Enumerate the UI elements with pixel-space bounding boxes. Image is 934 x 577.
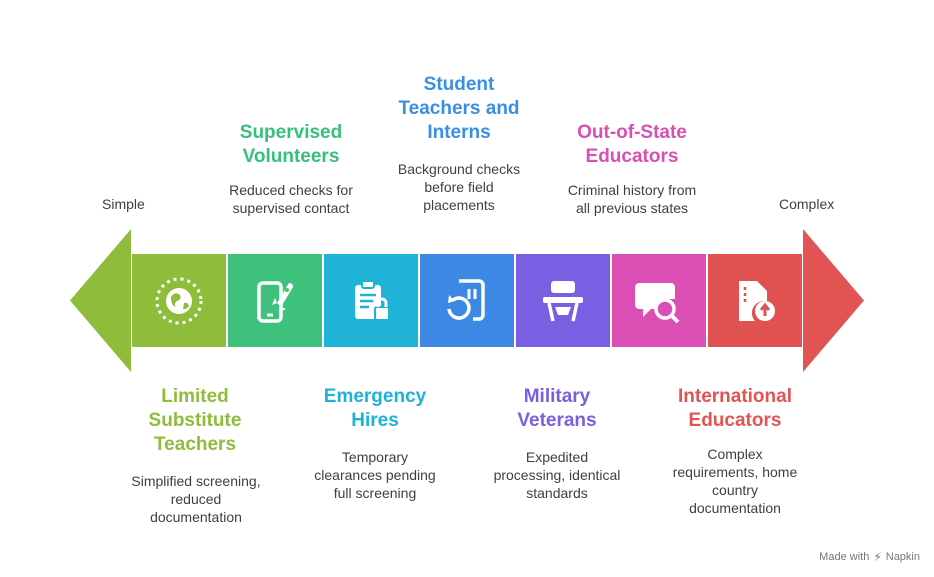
segment-out-of-state [612, 254, 706, 347]
title-limited-substitutes: Limited Substitute Teachers [148, 386, 242, 455]
segment-limited-substitutes [132, 254, 226, 347]
globe-icon [155, 277, 203, 324]
credit-brand: Napkin [885, 551, 920, 563]
title-student-teachers: Student Teachers and Interns [398, 74, 520, 143]
segment-emergency-hires [324, 254, 418, 347]
made-with-credit: Made with ⚡ Napkin [819, 550, 920, 564]
desc-military-veterans: Expedited processing, identical standard… [493, 449, 621, 501]
right-arrow-head [803, 229, 864, 372]
segment-international [708, 254, 802, 347]
segment-military-veterans [516, 254, 610, 347]
scale-label-simple: Simple [102, 196, 145, 212]
scale-label-complex: Complex [779, 196, 835, 212]
title-out-of-state: Out-of-State Educators [577, 122, 687, 167]
desc-international: Complex requirements, home country docum… [672, 446, 798, 516]
chat-search-icon [635, 282, 680, 323]
school-desk-icon [543, 280, 583, 321]
credit-prefix: Made with [819, 551, 870, 563]
left-arrow-head [70, 229, 131, 372]
desc-emergency-hires: Temporary clearances pending full screen… [314, 449, 436, 501]
title-military-veterans: Military Veterans [517, 386, 597, 431]
title-supervised-volunteers: Supervised Volunteers [239, 122, 343, 167]
desc-student-teachers: Background checks before field placement… [397, 161, 521, 213]
desc-supervised-volunteers: Reduced checks for supervised contact [229, 182, 353, 216]
title-emergency-hires: Emergency Hires [323, 386, 427, 431]
title-international: International Educators [677, 386, 792, 431]
desc-out-of-state: Criminal history from all previous state… [567, 182, 697, 216]
clipboard-lock-icon [355, 279, 390, 321]
segment-supervised-volunteers [228, 254, 322, 347]
phone-rocket-icon [257, 280, 293, 323]
file-upload-icon [739, 280, 775, 321]
desc-limited-substitutes: Simplified screening, reduced documentat… [131, 473, 261, 525]
segment-student-teachers [420, 254, 514, 347]
napkin-logo-icon: ⚡ [873, 550, 882, 564]
document-refresh-icon [447, 278, 485, 321]
